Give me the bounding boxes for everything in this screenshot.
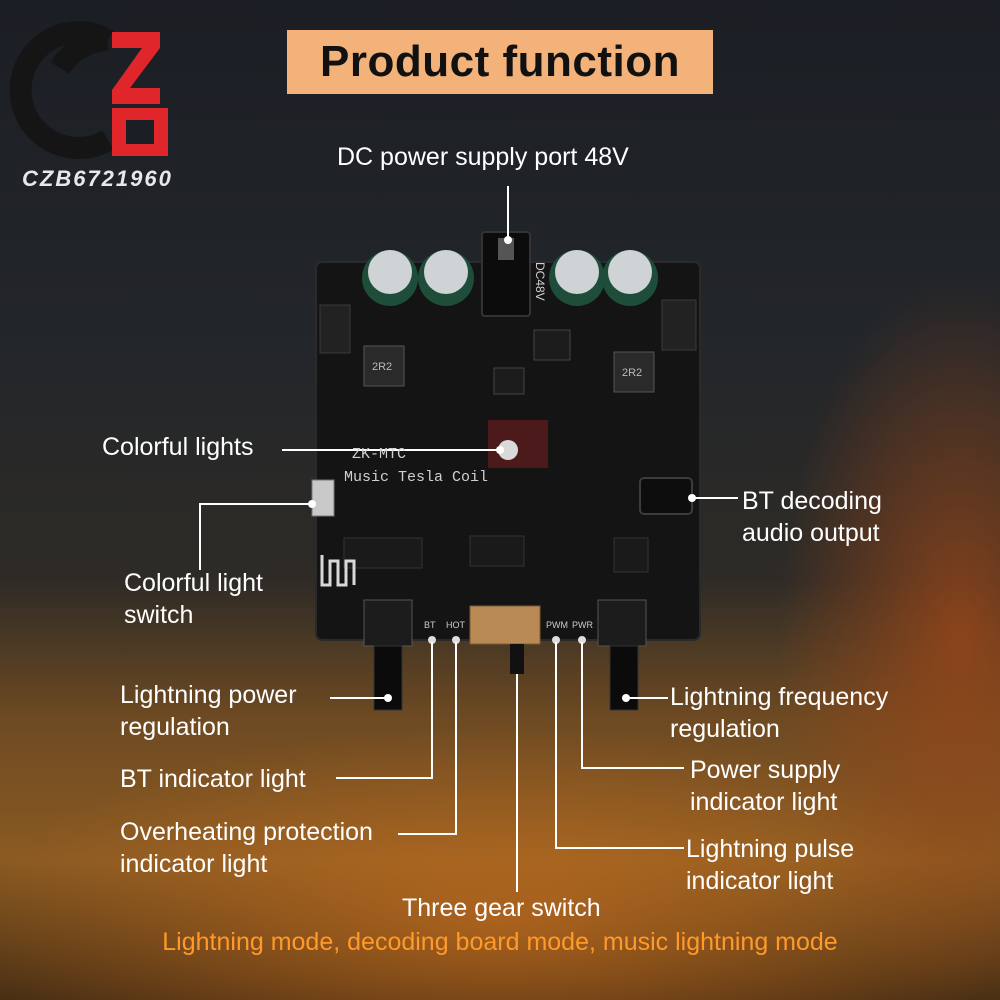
label-pulse-1: Lightning pulse [686, 835, 855, 863]
led-label-hot: HOT [446, 620, 466, 630]
silkscreen-name: Music Tesla Coil [344, 469, 488, 486]
dc-label: DC48V [533, 262, 547, 301]
title-banner: Product function [287, 30, 713, 94]
label-gear-switch: Three gear switch [402, 894, 601, 922]
label-overheat-2: indicator light [120, 850, 268, 878]
led-label-bt: BT [424, 620, 436, 630]
label-light-switch-2: switch [124, 601, 194, 629]
label-bt-output-2: audio output [742, 519, 880, 547]
leader-lines [199, 186, 738, 892]
led-label-pwr: PWR [572, 620, 593, 630]
label-power-indicator-2: indicator light [690, 788, 838, 816]
label-bt-indicator: BT indicator light [120, 765, 306, 793]
label-light-switch-1: Colorful light [124, 569, 263, 597]
brand-logo-icon [9, 21, 168, 159]
modes-caption: Lightning mode, decoding board mode, mus… [162, 928, 838, 956]
label-dc-port: DC power supply port 48V [337, 143, 629, 171]
label-power-reg-2: regulation [120, 713, 230, 741]
label-bt-output-1: BT decoding [742, 487, 882, 515]
label-freq-reg-1: Lightning frequency [670, 683, 889, 711]
label-pulse-2: indicator light [686, 867, 834, 895]
label-colorful-lights: Colorful lights [102, 433, 254, 461]
silkscreen-model: ZK-MTC [352, 446, 406, 463]
led-label-pwm: PWM [546, 620, 568, 630]
page-title: Product function [320, 37, 680, 86]
label-overheat-1: Overheating protection [120, 818, 373, 846]
label-freq-reg-2: regulation [670, 715, 780, 743]
label-power-indicator-1: Power supply [690, 756, 841, 784]
inductor-label-left: 2R2 [372, 361, 392, 373]
brand-name: CZB6721960 [22, 166, 173, 191]
label-power-reg-1: Lightning power [120, 681, 297, 709]
inductor-label-right: 2R2 [622, 367, 642, 379]
capacitors [362, 250, 658, 306]
dc-jack [481, 231, 531, 317]
bluetooth-antenna-icon [320, 555, 356, 587]
